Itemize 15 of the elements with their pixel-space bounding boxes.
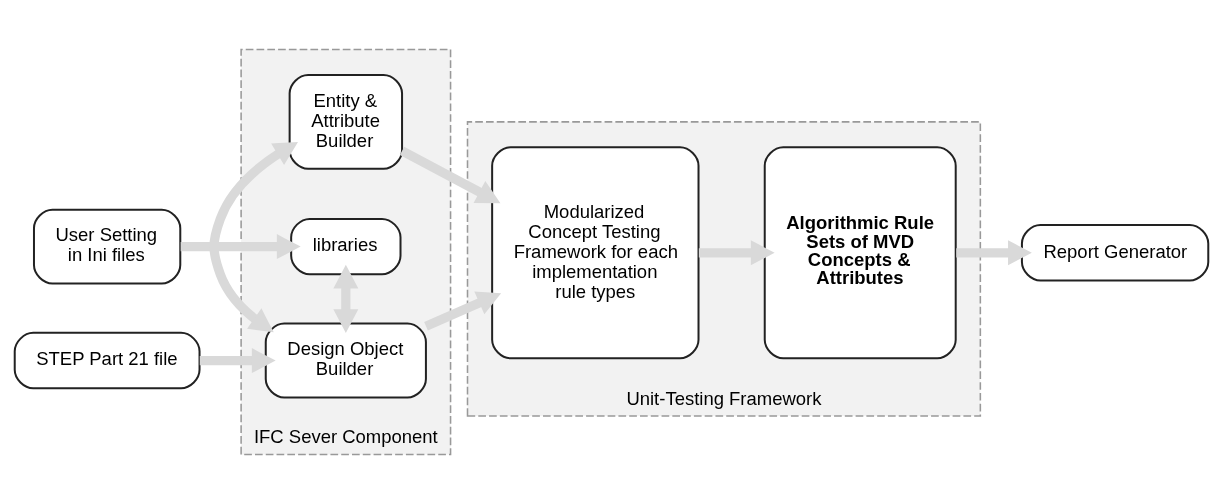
arrow bbox=[199, 347, 276, 373]
node-box: Algorithmic Rule Sets of MVD Concepts & Attributes bbox=[763, 145, 957, 359]
node-box: Entity & Attribute Builder bbox=[288, 73, 404, 170]
node-box: Design Object Builder bbox=[264, 322, 427, 399]
arrow bbox=[399, 146, 501, 203]
node-box: STEP Part 21 file bbox=[13, 331, 201, 389]
arrow bbox=[333, 264, 359, 333]
node-box: User Setting in Ini files bbox=[32, 208, 182, 285]
arrow bbox=[956, 239, 1032, 265]
node-box: Report Generator bbox=[1020, 223, 1210, 281]
node-box: Modularized Concept Testing Framework for each implementation rule types bbox=[491, 145, 700, 359]
node-box: libraries bbox=[290, 217, 402, 275]
arrow bbox=[209, 141, 298, 332]
arrow bbox=[180, 233, 301, 259]
arrow bbox=[698, 239, 775, 265]
